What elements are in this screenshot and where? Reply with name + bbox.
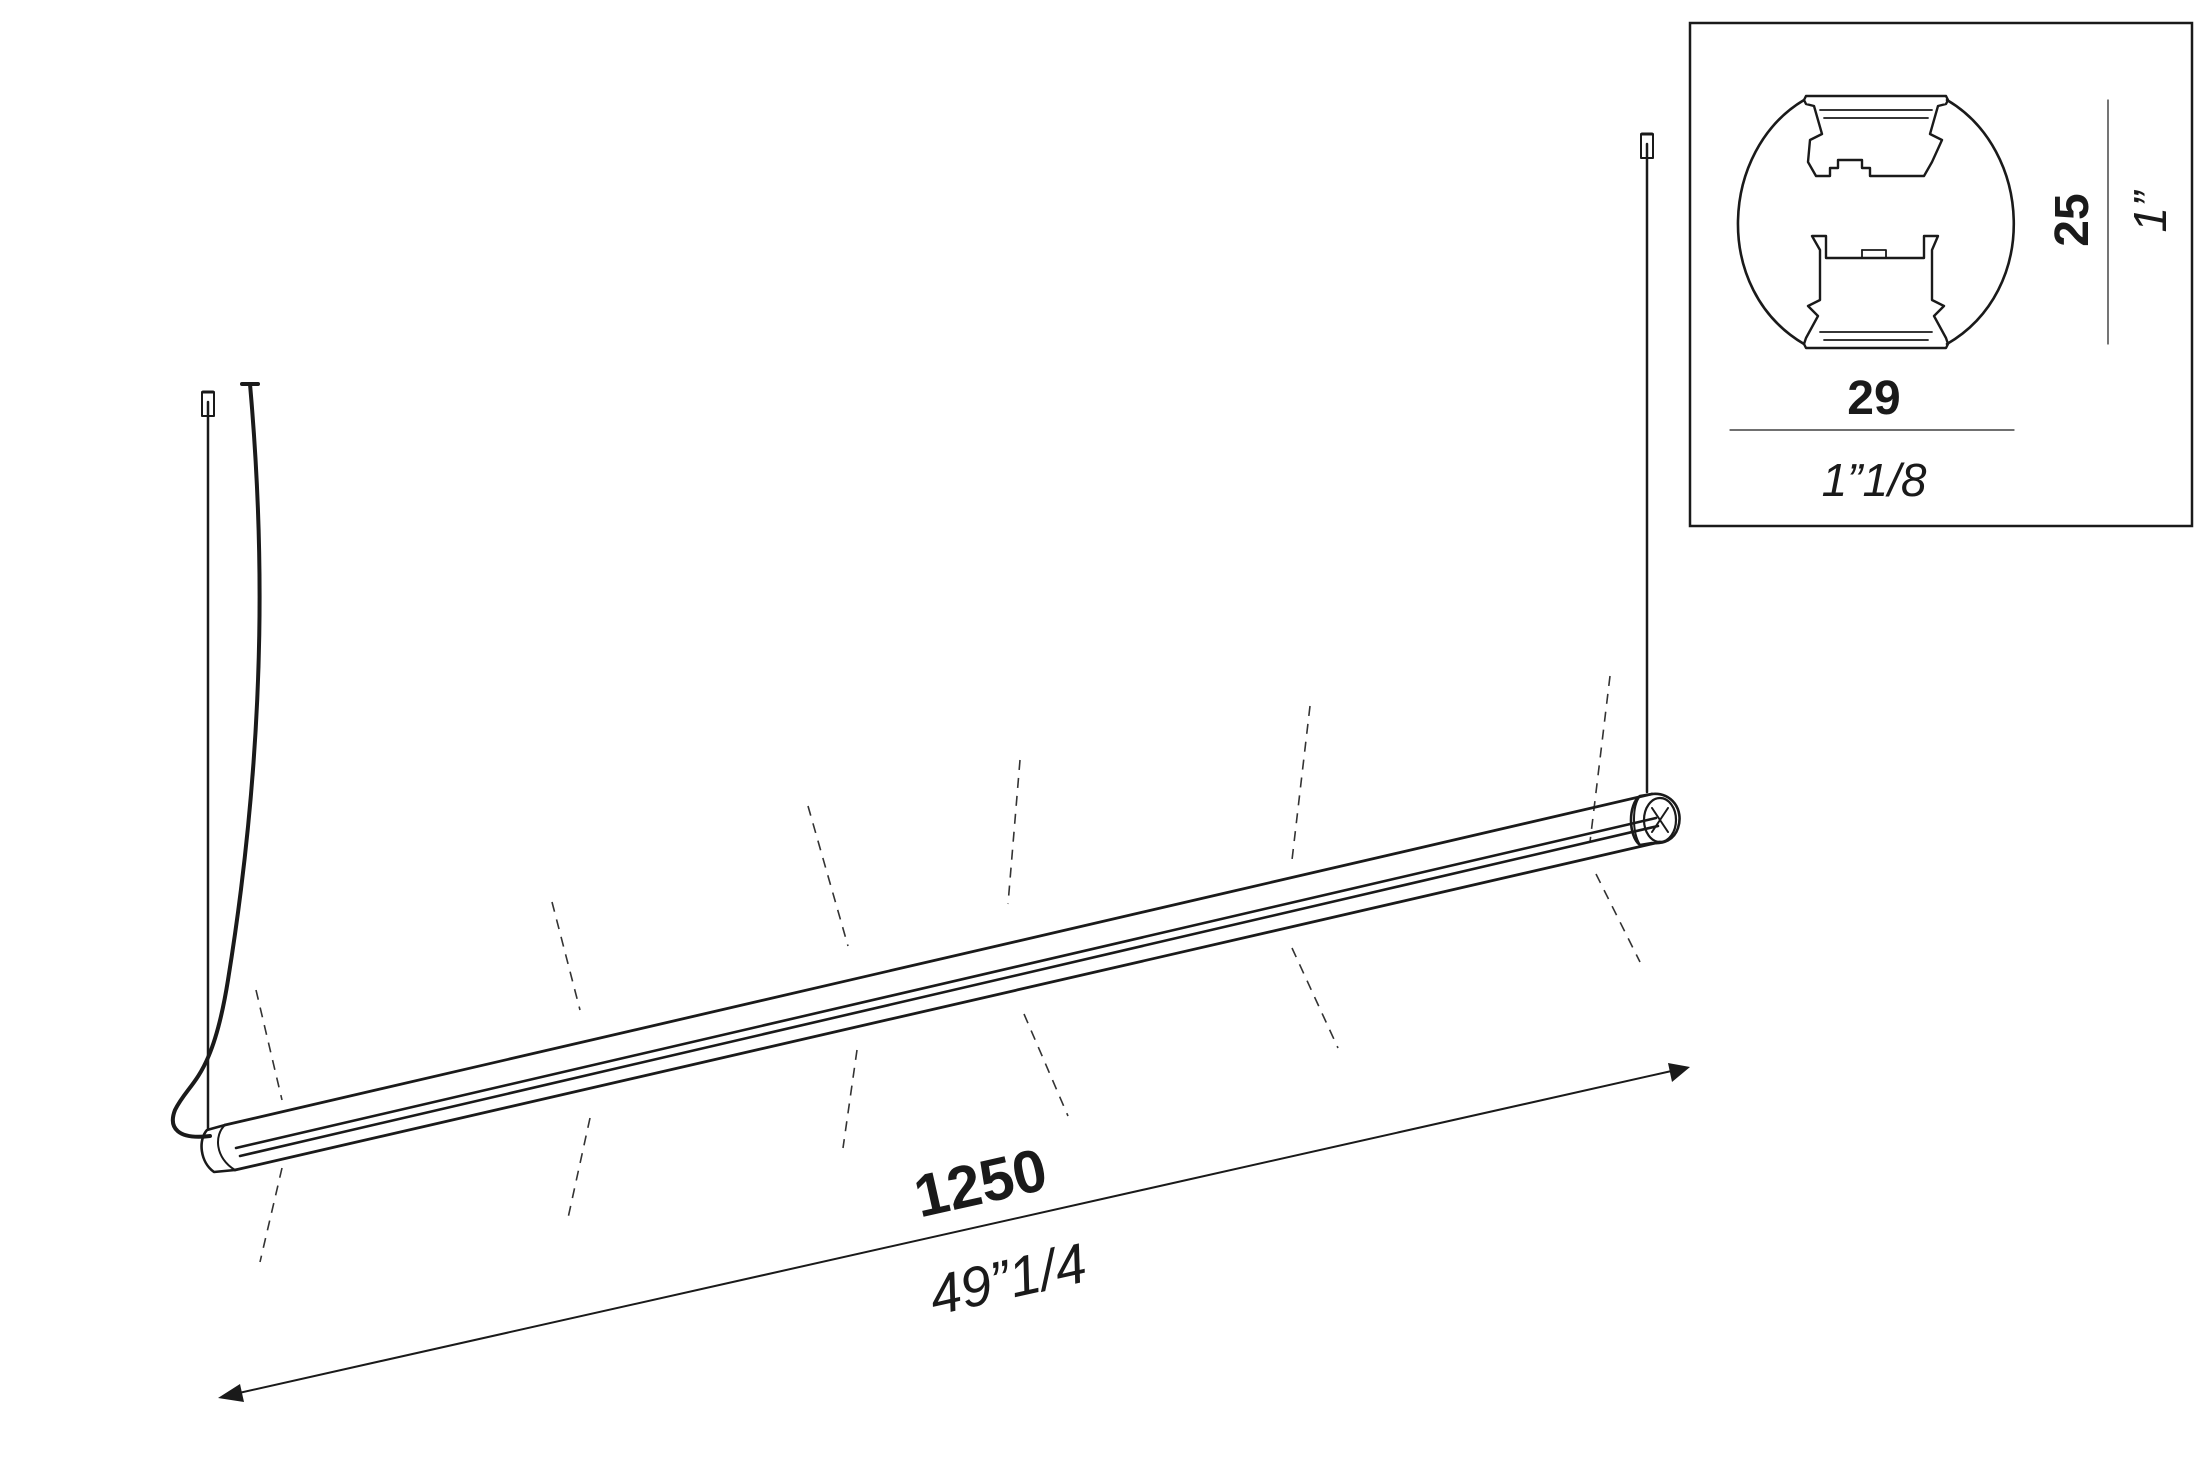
width-inch-label: 1”1/8: [1822, 454, 1927, 506]
inset-frame: [1688, 21, 2194, 528]
power-cord: [170, 382, 262, 1139]
width-mm-label: 29: [1847, 372, 1900, 425]
dimension-arrow-left: [218, 1384, 244, 1402]
light-beam-lines: [255, 675, 1641, 1263]
length-dimension: 1250 49”1/4: [218, 1063, 1690, 1402]
length-mm-label: 1250: [908, 1136, 1053, 1231]
height-inch-label: 1”: [2124, 189, 2176, 233]
left-end-cap: [200, 1123, 237, 1174]
dimension-arrow-right: [1668, 1063, 1690, 1082]
luminaire-tube: [200, 792, 1681, 1174]
section-detail-inset: 25 1” 29 1”1/8: [1688, 21, 2194, 528]
length-inch-label: 49”1/4: [923, 1231, 1092, 1327]
height-mm-label: 25: [2046, 193, 2099, 246]
suspension-cables: [170, 132, 1654, 1139]
profile-cross-section: [1736, 94, 2016, 350]
